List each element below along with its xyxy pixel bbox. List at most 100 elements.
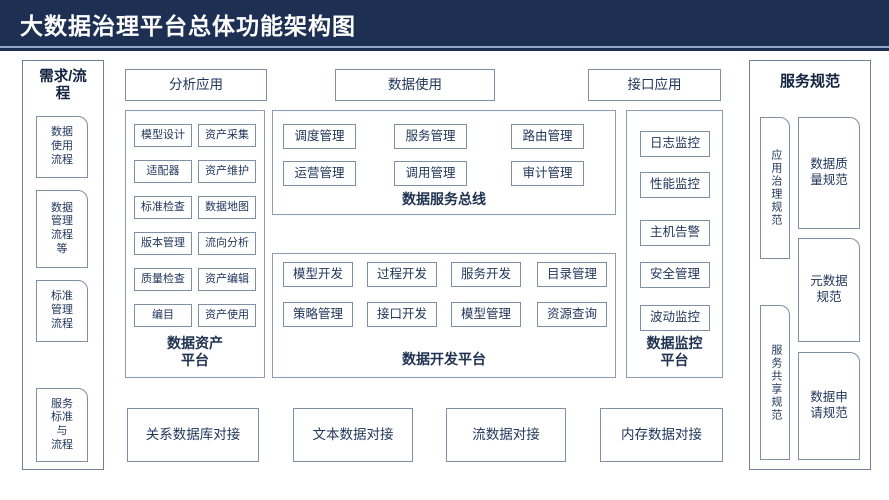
bottom-box-text-data-integration[interactable]: 文本数据对接: [293, 408, 413, 462]
bottom-box-memory-data-integration[interactable]: 内存数据对接: [600, 408, 723, 462]
page-title: 大数据治理平台总体功能架构图: [20, 13, 356, 39]
left-panel-item-label: 标准管理流程: [51, 290, 73, 330]
monitor-item-performance-monitoring[interactable]: 性能监控: [640, 172, 710, 198]
asset-item-flow-analysis[interactable]: 流向分析: [198, 232, 256, 255]
asset-item-asset-edit[interactable]: 资产编辑: [198, 268, 256, 291]
asset-item-label: 适配器: [146, 164, 180, 177]
asset-item-asset-usage[interactable]: 资产使用: [198, 304, 256, 327]
bottom-box-stream-data-integration[interactable]: 流数据对接: [446, 408, 566, 462]
top-box-analysis-application[interactable]: 分析应用: [125, 69, 267, 101]
dev-item-resource-query[interactable]: 资源查询: [537, 302, 607, 327]
dev-item-label: 资源查询: [546, 306, 597, 321]
group-label-data-monitor-platform: 数据监控 平台: [646, 335, 703, 369]
asset-item-label: 标准检查: [141, 200, 185, 213]
service-bus-item-label: 审计管理: [522, 165, 573, 180]
bottom-box-relational-database-integration[interactable]: 关系数据库对接: [127, 408, 259, 462]
right-panel-item-metadata-standard[interactable]: 元数据 规范: [798, 238, 860, 342]
top-box-label: 分析应用: [169, 76, 223, 92]
dev-item-service-development[interactable]: 服务开发: [451, 262, 521, 287]
right-panel-item-label: 应用治理规范: [769, 149, 782, 227]
left-panel-item-service-standard-process[interactable]: 服务标准与流程: [36, 388, 88, 462]
asset-item-label: 模型设计: [141, 128, 185, 141]
right-panel-item-data-application-standard[interactable]: 数据申 请规范: [798, 352, 860, 460]
top-box-data-usage[interactable]: 数据使用: [335, 69, 495, 101]
asset-item-adapter[interactable]: 适配器: [134, 160, 192, 183]
asset-item-asset-collection[interactable]: 资产采集: [198, 124, 256, 147]
right-panel-item-application-governance-standard[interactable]: 应用治理规范: [760, 117, 790, 259]
group-label-data-asset-platform: 数据资产 平台: [167, 335, 223, 369]
top-box-label: 数据使用: [388, 76, 442, 92]
left-panel-item-label: 数据使用流程: [51, 126, 73, 166]
asset-item-label: 资产编辑: [205, 272, 249, 285]
asset-item-label: 编目: [152, 308, 174, 321]
top-box-interface-application[interactable]: 接口应用: [588, 69, 721, 101]
asset-item-label: 资产使用: [205, 308, 249, 321]
right-panel-item-data-quality-standard[interactable]: 数据质 量规范: [798, 117, 860, 229]
asset-item-label: 版本管理: [141, 236, 185, 249]
monitor-item-label: 安全管理: [649, 267, 700, 282]
asset-item-label: 资产采集: [205, 128, 249, 141]
dev-item-process-development[interactable]: 过程开发: [367, 262, 437, 287]
service-bus-item-label: 服务管理: [405, 128, 456, 143]
service-bus-item-label: 调用管理: [405, 165, 456, 180]
monitor-item-security-management[interactable]: 安全管理: [640, 262, 710, 288]
right-panel-item-label: 服务共享规范: [769, 343, 782, 422]
left-panel-item-standard-management-process[interactable]: 标准管理流程: [36, 280, 88, 342]
dev-item-label: 模型开发: [292, 266, 343, 281]
service-bus-item-route-management[interactable]: 路由管理: [511, 124, 584, 149]
service-bus-item-label: 路由管理: [522, 128, 573, 143]
asset-item-data-map[interactable]: 数据地图: [198, 196, 256, 219]
right-panel-item-label: 数据质 量规范: [810, 157, 848, 187]
left-panel-item-label: 数据管理流程等: [51, 201, 73, 255]
monitor-item-label: 主机告警: [649, 225, 700, 240]
right-panel-item-label: 数据申 请规范: [810, 390, 848, 420]
monitor-item-label: 性能监控: [649, 177, 700, 192]
service-bus-item-operation-management[interactable]: 运营管理: [283, 161, 356, 186]
left-panel-item-label: 服务标准与流程: [51, 397, 73, 451]
dev-item-model-development[interactable]: 模型开发: [283, 262, 353, 287]
bottom-box-label: 流数据对接: [472, 426, 540, 442]
dev-item-label: 目录管理: [546, 266, 597, 281]
monitor-item-host-alarm[interactable]: 主机告警: [640, 220, 710, 246]
service-bus-item-audit-management[interactable]: 审计管理: [511, 161, 584, 186]
bottom-box-label: 文本数据对接: [312, 426, 394, 442]
dev-item-strategy-management[interactable]: 策略管理: [283, 302, 353, 327]
asset-item-quality-check[interactable]: 质量检查: [134, 268, 192, 291]
header-divider: [0, 46, 889, 51]
asset-item-label: 数据地图: [205, 200, 249, 213]
title-bar: 大数据治理平台总体功能架构图: [0, 0, 889, 46]
dev-item-label: 过程开发: [376, 266, 427, 281]
right-panel-item-service-sharing-standard[interactable]: 服务共享规范: [760, 305, 790, 460]
bottom-box-label: 内存数据对接: [621, 426, 702, 442]
left-panel-item-data-management-process[interactable]: 数据管理流程等: [36, 190, 88, 268]
service-bus-item-label: 运营管理: [294, 165, 345, 180]
asset-item-asset-maintenance[interactable]: 资产维护: [198, 160, 256, 183]
group-label-data-service-bus: 数据服务总线: [402, 191, 486, 208]
right-panel-item-label: 元数据 规范: [810, 274, 848, 304]
top-box-label: 接口应用: [627, 76, 682, 92]
asset-item-label: 资产维护: [205, 164, 249, 177]
asset-item-label: 质量检查: [141, 272, 185, 285]
service-bus-item-invocation-management[interactable]: 调用管理: [394, 161, 467, 186]
asset-item-version-management[interactable]: 版本管理: [134, 232, 192, 255]
dev-item-label: 服务开发: [460, 266, 511, 281]
monitor-item-label: 波动监控: [649, 310, 700, 325]
bottom-box-label: 关系数据库对接: [145, 426, 241, 442]
monitor-item-log-monitoring[interactable]: 日志监控: [640, 131, 710, 157]
dev-item-catalog-management[interactable]: 目录管理: [537, 262, 607, 287]
dev-item-label: 策略管理: [292, 306, 343, 321]
right-panel-title: 服务规范: [779, 73, 840, 90]
monitor-item-fluctuation-monitoring[interactable]: 波动监控: [640, 305, 710, 331]
left-panel-item-data-usage-process[interactable]: 数据使用流程: [36, 116, 88, 178]
dev-item-model-management[interactable]: 模型管理: [451, 302, 521, 327]
service-bus-item-scheduling-management[interactable]: 调度管理: [283, 124, 356, 149]
monitor-item-label: 日志监控: [649, 136, 700, 151]
dev-item-label: 接口开发: [376, 306, 427, 321]
asset-item-catalog[interactable]: 编目: [134, 304, 192, 327]
dev-item-interface-development[interactable]: 接口开发: [367, 302, 437, 327]
asset-item-model-design[interactable]: 模型设计: [134, 124, 192, 147]
asset-item-standard-check[interactable]: 标准检查: [134, 196, 192, 219]
service-bus-item-service-management[interactable]: 服务管理: [394, 124, 467, 149]
asset-item-label: 流向分析: [205, 236, 249, 249]
left-panel-title: 需求/流 程: [39, 69, 87, 102]
